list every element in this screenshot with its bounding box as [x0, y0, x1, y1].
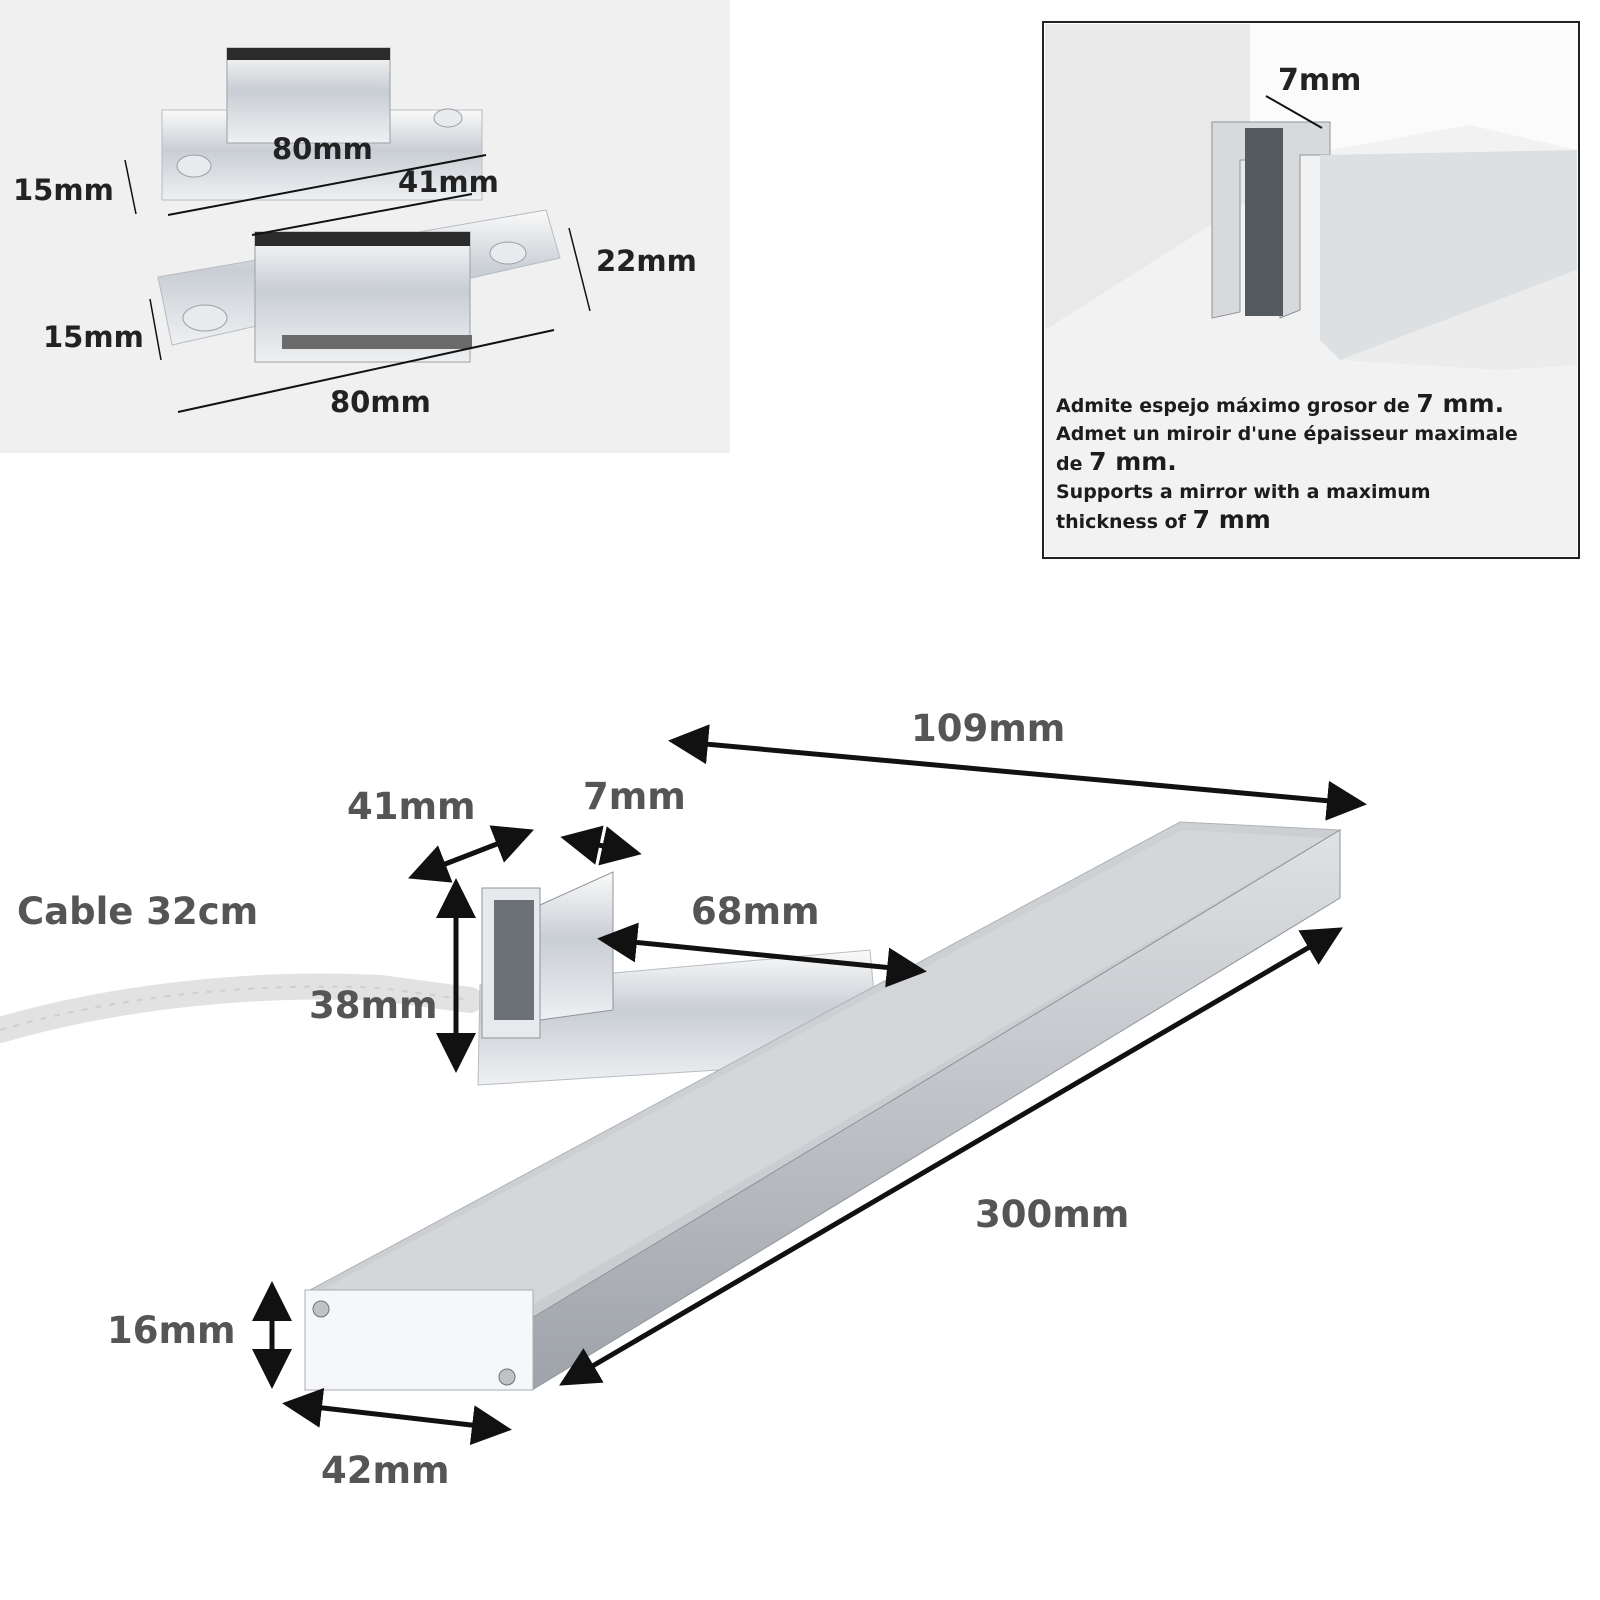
bar-thickness-label: 16mm: [107, 1309, 236, 1352]
clip-photo-panel: [0, 0, 730, 453]
lower-clip-width-label: 80mm: [330, 385, 431, 419]
dim-line-lower-height: [149, 298, 162, 361]
dim-line-lower-depth-top: [251, 193, 473, 236]
dim-line-slot-detail: [1265, 95, 1323, 129]
mirror-thickness-caption: Admite espejo máximo grosor de 7 mm. Adm…: [1056, 390, 1536, 536]
arrow-depth-109: [668, 724, 1367, 821]
bar-width-label: 42mm: [321, 1449, 450, 1492]
bar-length-label: 300mm: [975, 1193, 1130, 1236]
screw-icon: [498, 1368, 516, 1386]
caption-fr-1: Admet un miroir d'une épaisseur maximale: [1056, 423, 1518, 445]
arrow-length-300: [559, 927, 1343, 1386]
cable-length-label: Cable 32cm: [17, 890, 259, 933]
caption-en-2: thickness of 7 mm: [1056, 505, 1271, 534]
dim-line-lower-width: [177, 329, 555, 413]
bracket-height-label: 38mm: [309, 984, 438, 1027]
upper-clip: [161, 47, 483, 201]
dim-line-upper-width: [167, 154, 487, 216]
lower-clip: [157, 209, 561, 363]
arrow-slot-7: [560, 825, 642, 866]
slot-detail-panel: [1042, 21, 1580, 559]
caption-es: Admite espejo máximo grosor de 7 mm.: [1056, 389, 1505, 418]
lower-clip-depth-label: 22mm: [596, 244, 697, 278]
upper-clip-height-label: 15mm: [13, 173, 114, 207]
bracket-depth-label: 41mm: [347, 785, 476, 828]
light-bar-drawing: [0, 724, 1367, 1446]
dim-line-lower-depth: [568, 227, 591, 312]
led-bar: [304, 821, 1342, 1391]
screw-icon: [312, 1300, 330, 1318]
arrow-width-42: [282, 1387, 512, 1446]
upper-clip-depth-label: 41mm: [398, 165, 499, 199]
slot-width-label: 7mm: [583, 775, 686, 818]
bracket-clamp: [539, 871, 614, 1021]
dim-line-upper-height: [124, 159, 137, 215]
arm-length-label: 68mm: [691, 890, 820, 933]
slot-detail-label: 7mm: [1278, 63, 1362, 98]
caption-en-1: Supports a mirror with a maximum: [1056, 481, 1431, 503]
caption-fr-2: de 7 mm.: [1056, 447, 1177, 476]
upper-clip-width-label: 80mm: [272, 132, 373, 166]
lower-clip-height-label: 15mm: [43, 320, 144, 354]
depth-109-label: 109mm: [911, 707, 1066, 750]
arrow-depth-41: [408, 825, 534, 883]
